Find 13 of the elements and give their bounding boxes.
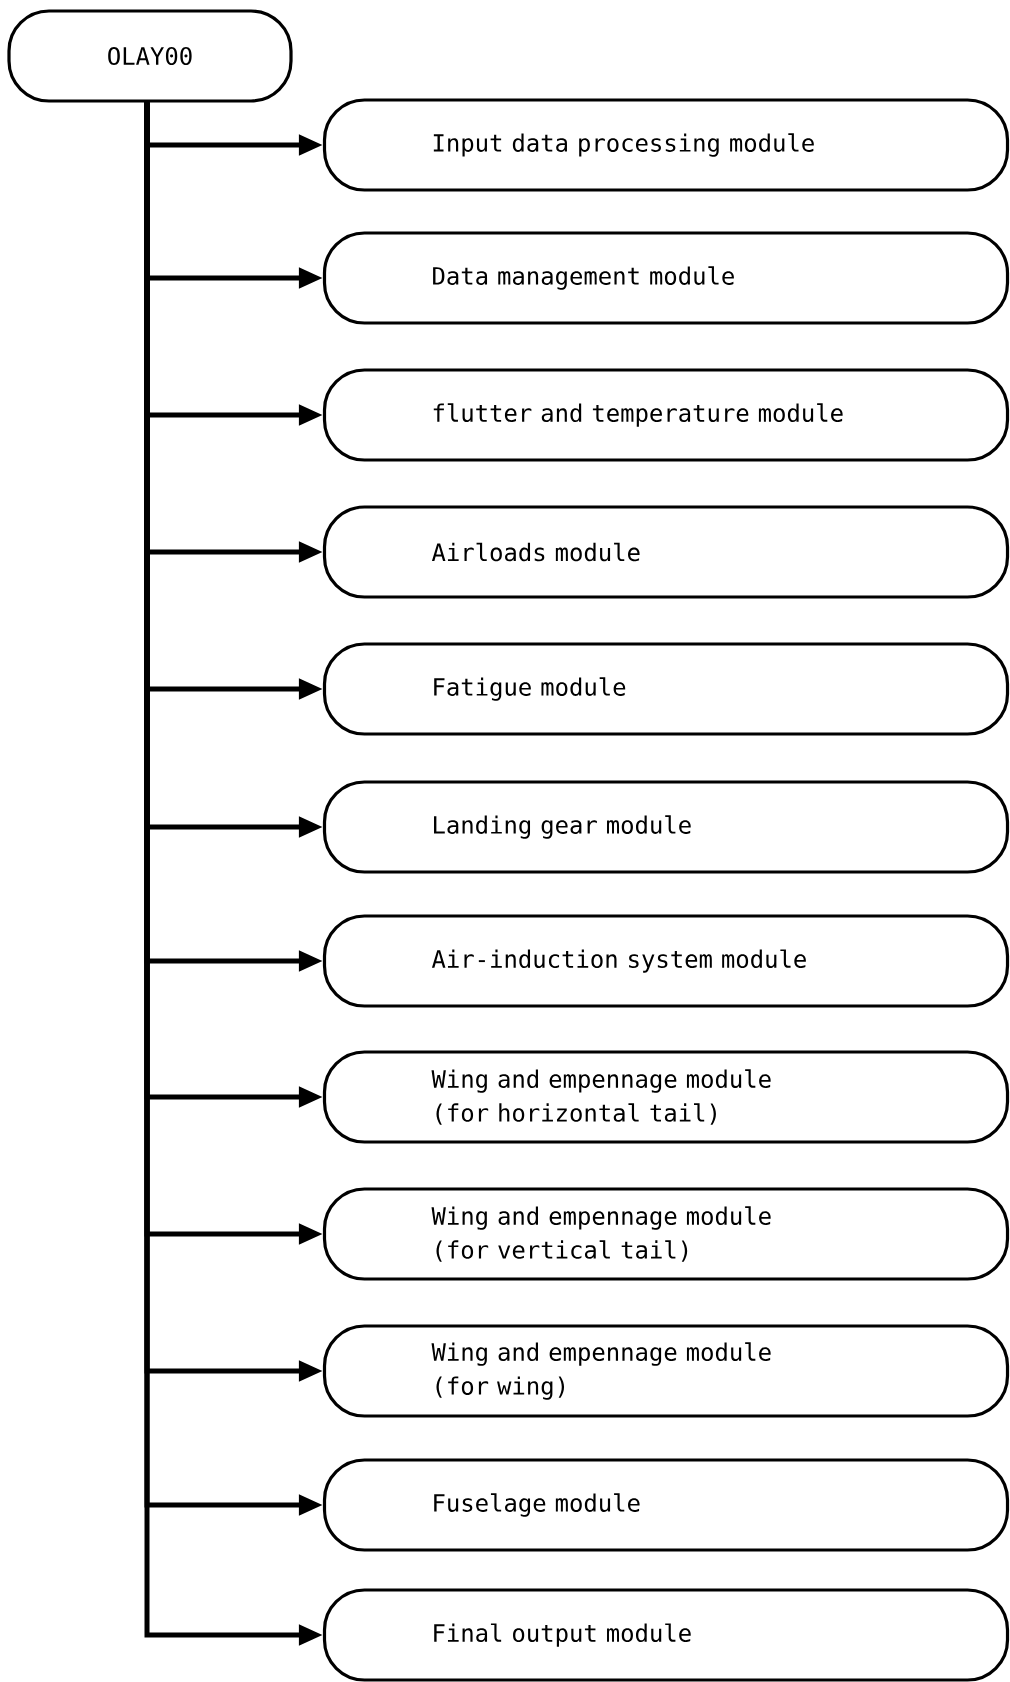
module-box: flutter and temperature module	[322, 368, 1010, 462]
module-box: Airloads module	[322, 505, 1010, 599]
module-box: Landing gear module	[322, 780, 1010, 874]
module-box: Wing and empennage module (for wing)	[322, 1324, 1010, 1418]
module-box: Fatigue module	[322, 642, 1010, 736]
module-box: Input data processing module	[322, 98, 1010, 192]
module-box: Fuselage module	[322, 1458, 1010, 1552]
module-box: Wing and empennage module (for horizontal tail)	[322, 1050, 1010, 1144]
module-box: Air-induction system module	[322, 914, 1010, 1008]
module-box: Wing and empennage module (for vertical tail)	[322, 1187, 1010, 1281]
module-box: Data management module	[322, 231, 1010, 325]
module-box: Final output module	[322, 1588, 1010, 1682]
start-box: OLAY00	[7, 9, 293, 103]
